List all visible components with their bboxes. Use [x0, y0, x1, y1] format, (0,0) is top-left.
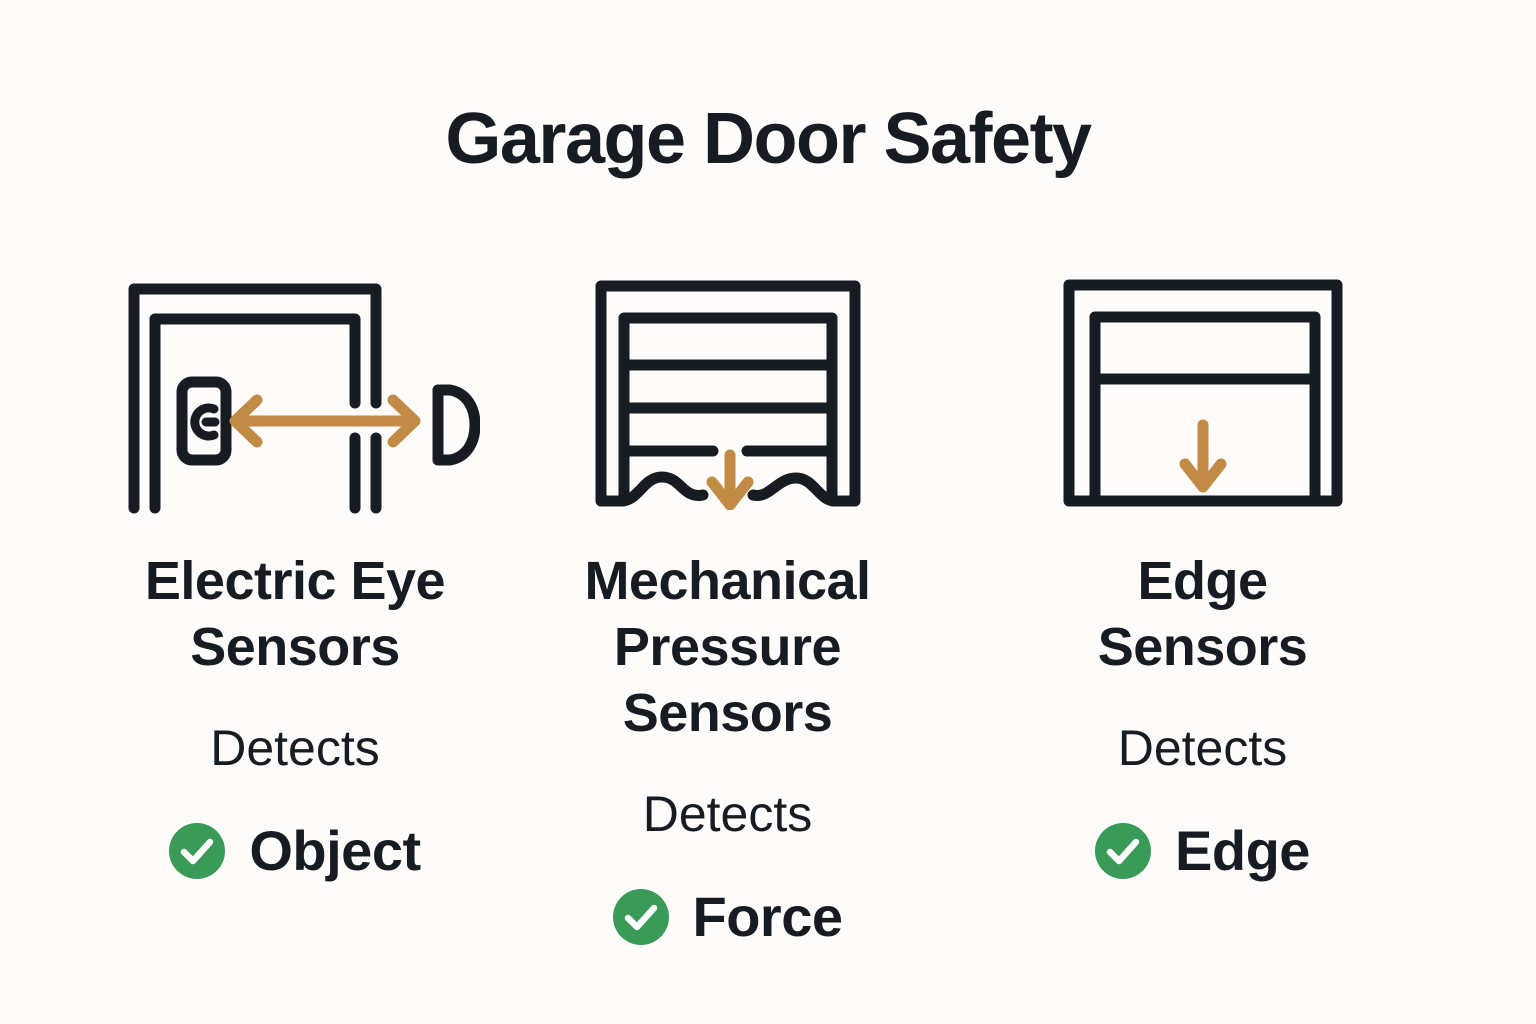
- sensor-name-line: Sensors: [622, 683, 833, 743]
- detects-value-row: Object: [169, 818, 421, 883]
- detects-value: Object: [249, 819, 421, 882]
- sensor-name: Mechanical Pressure Sensors: [584, 548, 871, 746]
- sensor-name: Edge Sensors: [1098, 548, 1308, 680]
- detects-label: Detects: [1117, 720, 1288, 776]
- column-electric-eye: Electric Eye Sensors Detects Object: [75, 278, 515, 883]
- check-icon: [612, 888, 669, 945]
- detects-value-row: Force: [612, 884, 844, 949]
- detects-value-row: Edge: [1095, 818, 1310, 883]
- page-title: Garage Door Safety: [445, 99, 1092, 179]
- detects-value: Edge: [1175, 819, 1310, 882]
- column-edge: Edge Sensors Detects Edge: [1000, 278, 1405, 883]
- sensor-name-line: Pressure: [613, 617, 842, 677]
- edge-sensor-icon: [1062, 278, 1344, 514]
- column-mechanical-pressure: Mechanical Pressure Sensors Detects Forc…: [520, 278, 935, 949]
- sensor-name-line: Mechanical: [584, 551, 871, 611]
- check-icon: [169, 822, 226, 879]
- electric-eye-sensor-icon: [110, 278, 480, 514]
- sensor-name-line: Electric Eye: [144, 551, 446, 611]
- detects-label: Detects: [210, 720, 380, 776]
- mechanical-pressure-sensor-icon: [593, 278, 863, 514]
- sensor-name-line: Sensors: [190, 617, 400, 677]
- detects-label: Detects: [642, 786, 813, 842]
- detects-value: Force: [692, 885, 844, 948]
- sensor-name-line: Sensors: [1097, 617, 1308, 677]
- sensor-name-line: Edge: [1137, 551, 1268, 611]
- sensor-name: Electric Eye Sensors: [144, 548, 446, 680]
- check-icon: [1095, 822, 1152, 879]
